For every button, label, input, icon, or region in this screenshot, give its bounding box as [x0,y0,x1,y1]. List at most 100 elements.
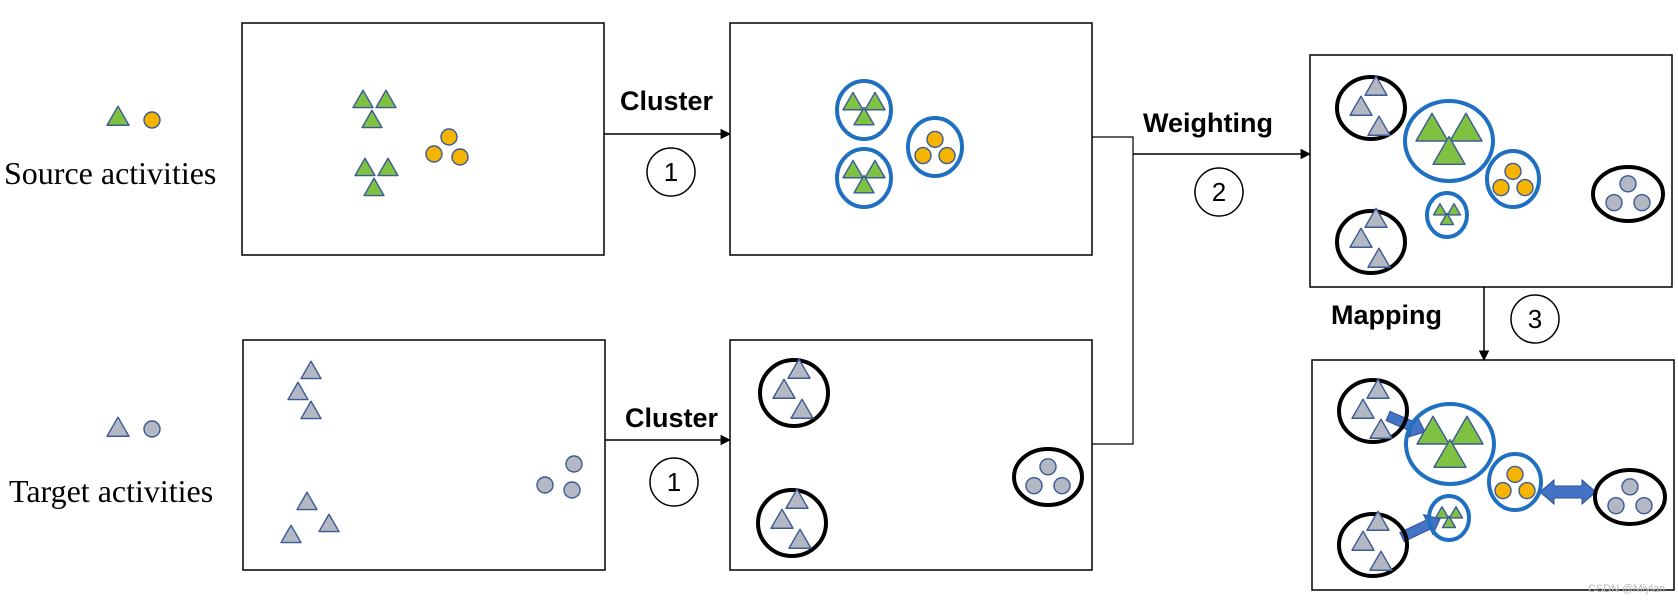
green-triangle [1450,415,1484,445]
green-triangle [864,159,886,179]
target-legend [106,416,161,438]
yellow-circle [1504,162,1522,181]
yellow-circle [425,145,443,163]
green-triangle [864,91,886,111]
yellow-circle [914,146,932,165]
source-raw-shapes [352,89,469,197]
target-cluster-shapes [756,358,1084,558]
target-cluster-ring [1335,209,1407,275]
source-raw-panel [241,22,605,256]
grey-triangle [1364,207,1388,228]
mapped-panel [1311,359,1675,591]
target-raw-panel [242,339,606,571]
source-activities-label: Source activities [4,155,216,191]
legend-grey-triangle [106,416,130,437]
source-cluster-ring [1485,149,1541,209]
weighting-label: Weighting [1143,108,1273,138]
source-cluster-ring [1427,494,1471,542]
green-triangle [377,157,399,177]
green-triangle [1433,438,1467,468]
green-triangle [842,159,864,179]
grey-triangle [785,488,809,509]
grey-triangle [787,358,811,379]
source-cluster-ring [1487,452,1543,512]
target-cluster-ring [1337,378,1409,444]
grey-circle [1607,497,1625,515]
grey-circle [1605,193,1623,212]
green-triangle [1416,415,1450,445]
mapped-shapes [1337,378,1667,578]
green-triangle [853,106,875,126]
step-3-number: 3 [1528,304,1542,334]
step-1-top-badge [646,147,696,197]
mapping-link-double-arrow [1539,478,1597,506]
grey-triangle [788,528,812,549]
grey-triangle [1351,398,1375,419]
grey-triangle [1369,550,1393,571]
step-1-top-number: 1 [664,157,678,187]
weighted-shapes [1335,75,1665,275]
grey-circle [1635,497,1653,515]
green-triangle [363,177,385,197]
grey-circle [1633,193,1651,212]
grey-triangle [1364,75,1388,96]
grey-triangle [1351,530,1375,551]
step-1-bottom-badge [649,457,699,507]
grey-triangle [1369,418,1393,439]
source-cluster-ring [906,116,964,178]
grey-triangle [300,400,322,420]
yellow-circle [1518,481,1536,500]
cluster-bottom-label: Cluster [625,403,719,433]
grey-triangle [1366,378,1390,399]
green-triangle [1439,212,1455,226]
green-triangle [1432,135,1466,165]
step-1-bottom-number: 1 [667,467,681,497]
target-cluster-ring [758,358,830,428]
grey-triangle [287,381,309,401]
grey-circle [1621,478,1639,496]
grey-triangle [1367,115,1391,136]
step-3-badge [1510,294,1560,344]
source-cluster-shapes [835,79,964,209]
green-triangle [1448,505,1464,519]
source-cluster-ring [1403,99,1495,183]
grey-triangle [770,508,794,529]
green-triangle [354,157,376,177]
target-raw-shapes [280,360,583,544]
yellow-circle [1506,465,1524,484]
grey-triangle [280,524,302,544]
source-cluster-ring [835,147,893,209]
green-triangle [1432,202,1448,216]
legend-grey-circle [143,420,161,438]
grey-triangle [790,398,814,419]
target-cluster-ring [1012,447,1084,507]
green-triangle [1441,515,1457,529]
green-triangle [352,89,374,109]
green-triangle [1449,112,1483,142]
green-triangle [842,91,864,111]
grey-triangle [1349,227,1373,248]
green-triangle [1446,202,1462,216]
step-2-number: 2 [1212,177,1226,207]
grey-circle [563,481,581,499]
yellow-circle [1492,178,1510,197]
target-cluster-ring [1335,75,1407,141]
source-cluster-ring [835,79,893,141]
grey-triangle [318,513,340,533]
cluster-top-label: Cluster [620,86,714,116]
grey-circle [536,476,554,494]
yellow-circle [1516,178,1534,197]
weighted-panel [1309,54,1673,288]
grey-circle [1053,477,1071,495]
legend-green-triangle [106,105,130,126]
source-cluster-ring [1404,402,1496,486]
source-cluster-ring [1425,191,1469,239]
grey-triangle [1367,247,1391,268]
green-triangle [853,174,875,194]
target-cluster-ring [756,488,828,558]
grey-circle [1025,477,1043,495]
grey-triangle [300,360,322,380]
grey-triangle [1366,510,1390,531]
step-2-badge [1194,167,1244,217]
